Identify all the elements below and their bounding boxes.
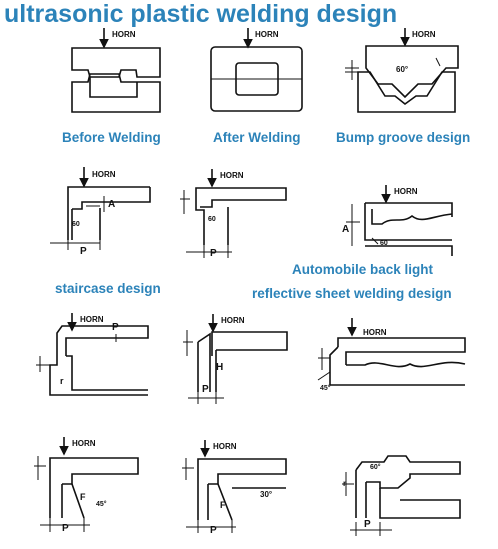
horn-label: HORN: [394, 187, 418, 196]
caption-bump-groove: Bump groove design: [336, 130, 471, 145]
dimension-p-label: P: [62, 523, 69, 534]
dimension-a-label: A: [108, 199, 115, 210]
diagram-row3-left: HORN P r: [36, 313, 149, 396]
horn-label: HORN: [221, 316, 245, 325]
diagram-after-welding: HORN: [210, 28, 303, 112]
caption-automobile-back-light: Automobile back light: [292, 262, 434, 277]
angle-label: 30°: [260, 490, 272, 499]
diagram-row4-middle: HORN F 30° P: [182, 440, 287, 536]
angle-label: 60°: [396, 65, 408, 74]
diagram-row3-middle: HORN H P: [183, 314, 288, 404]
horn-label: HORN: [363, 328, 387, 337]
angle-label: 60: [380, 240, 388, 247]
horn-label: HORN: [213, 442, 237, 451]
caption-before-welding: Before Welding: [62, 130, 161, 145]
horn-label: HORN: [255, 30, 279, 39]
dimension-f-label: F: [220, 500, 226, 510]
angle-label: 60°: [370, 463, 381, 471]
dimension-p-label: P: [80, 246, 87, 257]
dimension-r-label: r: [343, 479, 346, 488]
dimension-r-label: r: [60, 376, 64, 386]
dimension-f-label: F: [80, 492, 86, 502]
angle-label: 45°: [320, 384, 331, 392]
dimension-h-label: H: [216, 362, 223, 373]
diagram-bump-groove: HORN 60°: [345, 28, 459, 113]
diagram-staircase-a: HORN A 60 P: [50, 167, 151, 257]
page-title: ultrasonic plastic welding design: [4, 0, 398, 28]
angle-label: 45°: [96, 500, 107, 508]
horn-label: HORN: [92, 170, 116, 179]
diagram-before-welding: HORN: [71, 28, 161, 113]
horn-label: HORN: [112, 30, 136, 39]
angle-label: 60: [208, 216, 216, 223]
caption-reflective-sheet: reflective sheet welding design: [252, 286, 452, 301]
angle-label: 60: [72, 221, 80, 228]
diagram-staircase-b: HORN 60 P: [180, 169, 287, 259]
horn-label: HORN: [220, 171, 244, 180]
caption-staircase: staircase design: [55, 281, 161, 296]
dimension-p-label: P: [210, 248, 217, 259]
dimension-p-label: P: [202, 384, 209, 395]
caption-after-welding: After Welding: [213, 130, 301, 145]
horn-label: HORN: [72, 439, 96, 448]
horn-label: HORN: [80, 315, 104, 324]
diagram-row4-left: HORN F 45° P: [34, 437, 139, 534]
diagram-automobile-back-light: HORN A 60: [342, 185, 453, 256]
dimension-p-label: P: [210, 525, 217, 536]
diagram-row4-right: 60° r P: [342, 455, 461, 536]
dimension-a-label: A: [342, 224, 349, 235]
dimension-p-label: P: [364, 519, 371, 530]
diagram-row3-right: HORN 45°: [317, 318, 466, 392]
dimension-p-label: P: [112, 322, 119, 333]
horn-label: HORN: [412, 30, 436, 39]
